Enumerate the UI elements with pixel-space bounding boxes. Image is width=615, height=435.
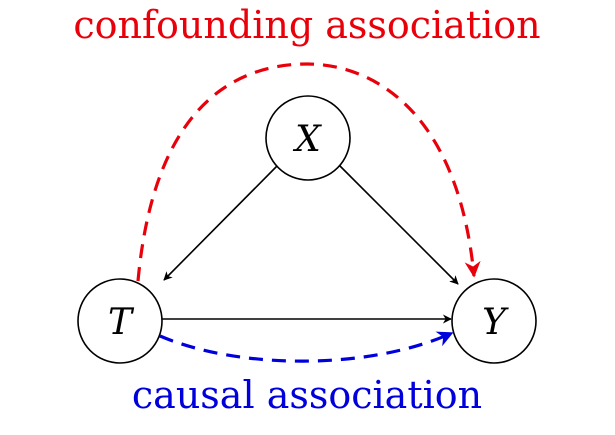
causal-label: causal association — [132, 373, 482, 417]
causal-path — [159, 331, 454, 363]
node-y-label: Y — [482, 302, 509, 343]
node-x-label: X — [292, 119, 322, 160]
node-y: Y — [451, 278, 537, 364]
node-t: T — [77, 278, 163, 364]
edge-x-to-y — [339, 165, 459, 285]
node-x-circle — [265, 95, 351, 181]
node-t-label: T — [108, 302, 135, 343]
edge-x-to-t — [163, 165, 278, 281]
confounding-path — [136, 62, 481, 282]
node-y-circle — [451, 278, 537, 364]
confounding-label: confounding association — [73, 3, 540, 47]
node-x: X — [265, 95, 351, 181]
node-t-circle — [77, 278, 163, 364]
